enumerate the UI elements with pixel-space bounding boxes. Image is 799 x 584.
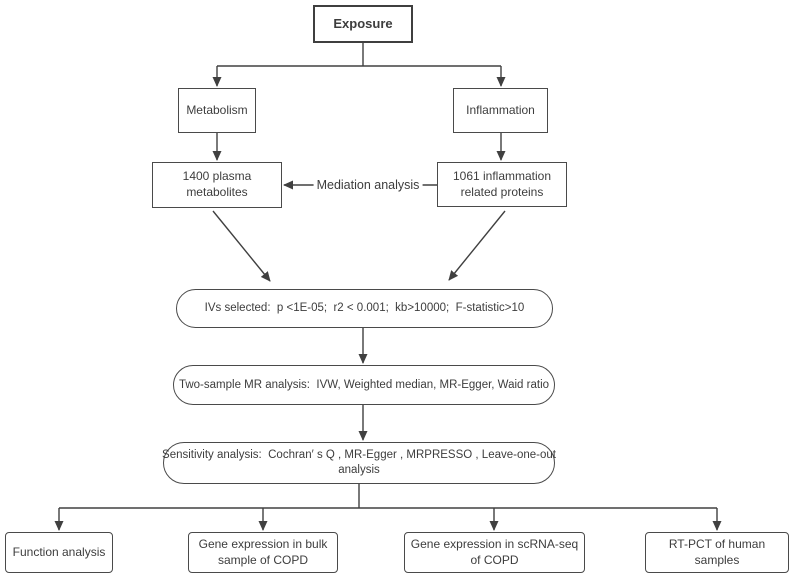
- node-sensitivity-analysis: Sensitivity analysis: Cochran′ s Q , MR-…: [162, 442, 556, 484]
- node-ivs-selected-label: IVs selected: p <1E-05; r2 < 0.001; kb>1…: [204, 302, 525, 315]
- node-metabolism: Metabolism: [178, 88, 256, 133]
- node-bulk-gene-expression-label: Gene expression in bulk sample of COPD: [198, 536, 328, 567]
- node-sensitivity-line-2: analysis: [338, 464, 380, 476]
- node-bulk-gene-expression: Gene expression in bulk sample of COPD: [188, 532, 338, 573]
- node-scrna-gene-expression: Gene expression in scRNA-seq of COPD: [404, 532, 585, 573]
- node-exposure-label: Exposure: [333, 15, 393, 31]
- node-metabolism-label: Metabolism: [186, 102, 248, 117]
- connector-metabolites-to-ivs: [212, 210, 271, 282]
- node-inflammation-proteins: 1061 inflammation related proteins: [437, 162, 567, 207]
- node-plasma-metabolites-label: 1400 plasma metabolites: [182, 169, 252, 199]
- node-exposure: Exposure: [313, 5, 413, 43]
- node-inflammation-label: Inflammation: [466, 102, 535, 117]
- edge-label-mediation-analysis: Mediation analysis: [313, 178, 423, 192]
- node-function-analysis-label: Function analysis: [12, 544, 106, 559]
- node-rtpct-human-samples-label: RT-PCT of human samples: [668, 536, 766, 567]
- node-two-sample-mr: Two-sample MR analysis: IVW, Weighted me…: [173, 365, 555, 405]
- node-inflammation: Inflammation: [453, 88, 548, 133]
- connector-proteins-to-ivs: [448, 210, 506, 281]
- node-rtpct-human-samples: RT-PCT of human samples: [645, 532, 789, 573]
- node-ivs-selected: IVs selected: p <1E-05; r2 < 0.001; kb>1…: [176, 289, 553, 328]
- node-function-analysis: Function analysis: [5, 532, 113, 573]
- node-inflammation-proteins-label: 1061 inflammation related proteins: [452, 168, 552, 199]
- node-sensitivity-line-1: Sensitivity analysis: Cochran′ s Q , MR-…: [162, 449, 556, 462]
- node-plasma-metabolites: 1400 plasma metabolites: [152, 162, 282, 208]
- node-scrna-gene-expression-label: Gene expression in scRNA-seq of COPD: [410, 536, 579, 567]
- node-two-sample-mr-label: Two-sample MR analysis: IVW, Weighted me…: [178, 378, 550, 391]
